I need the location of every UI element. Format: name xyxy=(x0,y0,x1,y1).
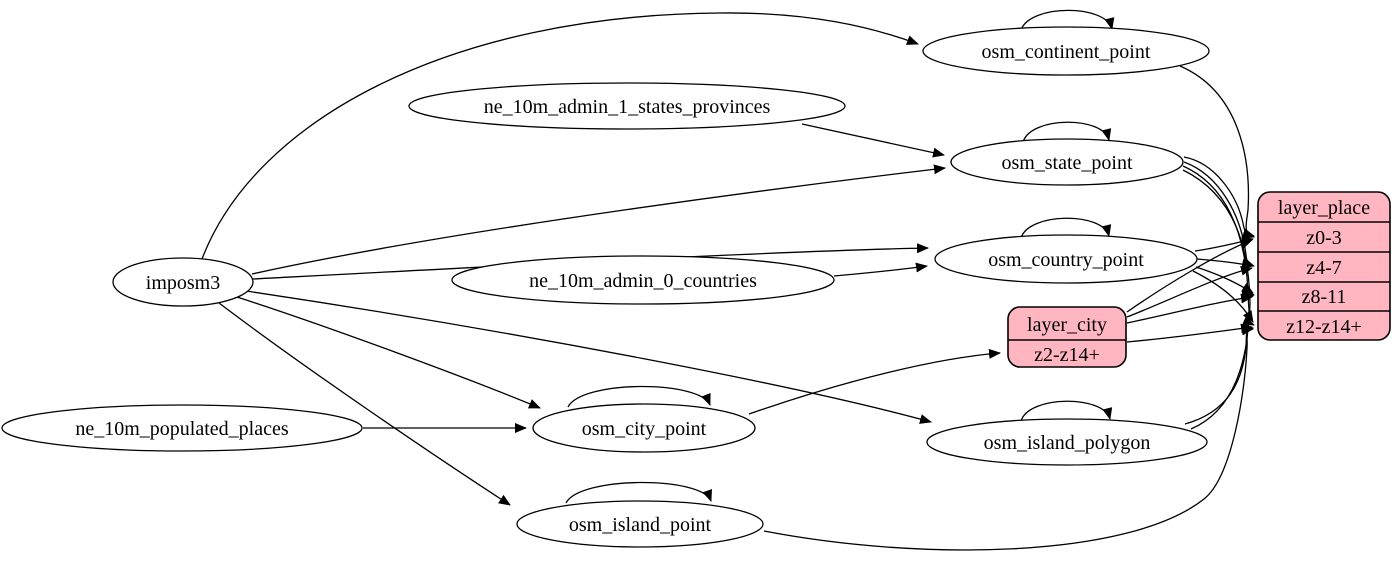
edge-osm_city_point-layer_city xyxy=(748,348,1001,415)
selfloop-osm_island_polygon xyxy=(1020,400,1113,422)
node-osm-country-point: osm_country_point xyxy=(934,234,1198,284)
node-ne-10m-admin-1-states-provinces-label: ne_10m_admin_1_states_provinces xyxy=(484,96,771,118)
node-ne-10m-populated-places-label: ne_10m_populated_places xyxy=(75,418,288,440)
node-osm-country-point-label: osm_country_point xyxy=(988,249,1144,271)
edge-imposm3-osm_continent_point xyxy=(201,12,919,260)
edge-osm_state_point-layer_place-z0-3 xyxy=(1183,156,1255,239)
node-osm-state-point: osm_state_point xyxy=(950,138,1184,186)
node-osm-island-point-label: osm_island_point xyxy=(569,514,712,536)
node-osm-island-polygon: osm_island_polygon xyxy=(926,418,1208,466)
node-imposm3-shape xyxy=(112,257,254,307)
selfloop-osm_city_point xyxy=(567,385,711,408)
edge-osm_country_point-layer_place-z4-7 xyxy=(1196,258,1254,269)
node-ne-10m-populated-places: ne_10m_populated_places xyxy=(1,404,363,452)
edge-osm_continent_point-layer_place-z0-3 xyxy=(1179,65,1255,238)
node-osm-island-point: osm_island_point xyxy=(516,500,764,548)
node-ne-10m-admin-1-states-provinces-shape xyxy=(408,82,846,130)
node-ne-10m-admin-0-countries-shape xyxy=(451,255,835,305)
edge-imposm3-osm_island_polygon xyxy=(245,290,932,424)
node-osm-island-polygon-label: osm_island_polygon xyxy=(984,432,1151,454)
record-layer-city-title: layer_city xyxy=(1027,314,1107,336)
node-osm-continent-point-label: osm_continent_point xyxy=(982,41,1151,63)
selfloop-osm_state_point xyxy=(1022,121,1112,143)
edge-group xyxy=(201,9,1255,551)
node-osm-state-point-shape xyxy=(950,138,1184,186)
edge-osm_island_point-layer_place-z12-z14 xyxy=(763,325,1254,551)
record-layer-place-row-z12-z14: z12-z14+ xyxy=(1286,316,1362,338)
edge-osm_country_point-layer_place-z12-z14 xyxy=(1192,270,1254,323)
edge-ne_10m_admin_1_states_provinces-osm_state_point xyxy=(801,123,945,158)
selfloop-osm_continent_point xyxy=(1020,9,1115,31)
node-osm-city-point-label: osm_city_point xyxy=(582,418,707,440)
edge-layer_city-layer_place-z8-11 xyxy=(1126,293,1253,324)
node-ne-10m-admin-1-states-provinces: ne_10m_admin_1_states_provinces xyxy=(408,82,846,130)
node-imposm3: imposm3 xyxy=(112,257,254,307)
edge-imposm3-osm_island_point xyxy=(218,302,511,506)
node-osm-island-polygon-shape xyxy=(926,418,1208,466)
node-osm-country-point-shape xyxy=(934,234,1198,284)
selfloop-osm_country_point xyxy=(1020,217,1112,239)
record-layer-city-shape xyxy=(1007,306,1127,368)
edge-osm_country_point-layer_place-z8-11 xyxy=(1195,266,1254,294)
edge-layer_city-layer_place-z0-3 xyxy=(1126,239,1253,313)
record-layer-place-row-z4-7: z4-7 xyxy=(1306,257,1342,279)
record-layer-place-row-z8-11: z8-11 xyxy=(1302,286,1347,308)
record-layer-place-shape xyxy=(1257,191,1391,341)
edge-layer_city-layer_place-z4-7 xyxy=(1126,265,1253,318)
edge-imposm3-osm_state_point xyxy=(251,164,946,275)
node-osm-continent-point-shape xyxy=(922,26,1210,76)
node-osm-state-point-label: osm_state_point xyxy=(1001,152,1133,174)
node-osm-city-point: osm_city_point xyxy=(532,403,756,453)
record-layer-city-row-z2-z14: z2-z14+ xyxy=(1034,344,1100,366)
node-osm-city-point-shape xyxy=(532,403,756,453)
edge-layer_city-layer_place-z12-z14 xyxy=(1126,323,1253,343)
edge-imposm3-osm_city_point xyxy=(236,296,541,409)
node-osm-continent-point: osm_continent_point xyxy=(922,26,1210,76)
node-ne-10m-admin-0-countries: ne_10m_admin_0_countries xyxy=(451,255,835,305)
record-layer-place-title: layer_place xyxy=(1278,197,1370,219)
record-layer-place: layer_place z0-3 z4-7 z8-11 z12-z14+ xyxy=(1257,191,1391,341)
selfloop-osm_island_point xyxy=(565,481,712,504)
edge-ne_10m_admin_0_countries-osm_country_point xyxy=(833,262,928,277)
record-layer-city: layer_city z2-z14+ xyxy=(1007,306,1127,368)
node-ne-10m-populated-places-shape xyxy=(1,404,363,452)
node-imposm3-label: imposm3 xyxy=(146,272,220,294)
node-osm-island-point-shape xyxy=(516,500,764,548)
node-ne-10m-admin-0-countries-label: ne_10m_admin_0_countries xyxy=(529,270,757,292)
record-layer-place-row-z0-3: z0-3 xyxy=(1306,227,1342,249)
